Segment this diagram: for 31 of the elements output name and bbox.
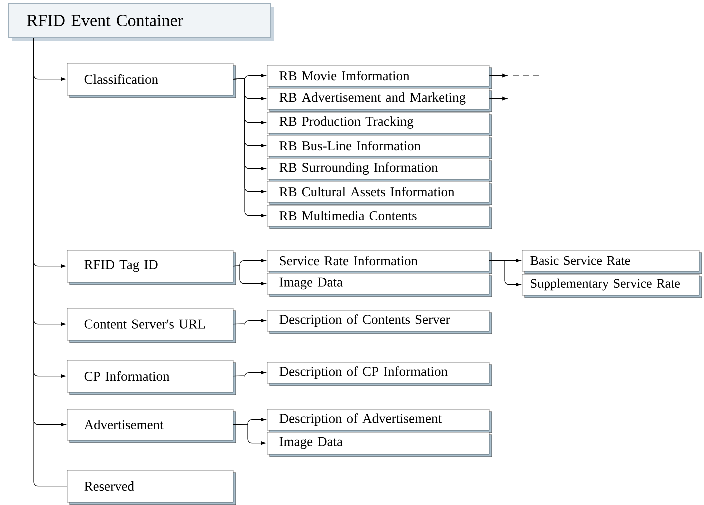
field-box: Advertisement	[67, 409, 236, 444]
field-box: RB Surrounding Information	[267, 158, 492, 182]
field-box: Image Data	[267, 432, 492, 458]
field-box: RB Production Tracking	[267, 112, 492, 136]
container-box: RFID Event Container	[8, 3, 274, 41]
field-box: Reserved	[67, 470, 236, 505]
field-box: Description of Advertisement	[267, 409, 492, 434]
connector	[233, 318, 266, 326]
field-box: CP Information	[67, 360, 236, 396]
field-box: RB Advertisement and Marketing	[267, 88, 492, 112]
field-box: Image Data	[267, 273, 492, 298]
field-box: RB Movie Imformation	[267, 65, 492, 90]
field-box: RB Cultural Assets Information	[267, 181, 492, 206]
field-box: RB Bus-Line Information	[267, 135, 492, 160]
field-box: Supplementary Service Rate	[522, 274, 702, 298]
connector	[233, 266, 266, 286]
field-box: Content Server's URL	[67, 308, 236, 344]
arrow	[489, 74, 508, 78]
connector	[233, 78, 266, 218]
field-box: Basic Service Rate	[522, 250, 702, 274]
field-box: Description of CP Information	[267, 362, 492, 386]
connector	[233, 424, 266, 446]
field-box: Service Rate Information	[267, 250, 492, 274]
arrow	[489, 97, 508, 101]
field-box: RFID Tag ID	[67, 250, 236, 286]
field-box: Description of Contents Server	[267, 310, 492, 334]
connector	[489, 260, 521, 287]
field-box: RB Multimedia Contents	[267, 205, 492, 230]
connector	[34, 38, 68, 487]
connector	[233, 370, 266, 378]
field-box: Classification	[67, 63, 236, 98]
